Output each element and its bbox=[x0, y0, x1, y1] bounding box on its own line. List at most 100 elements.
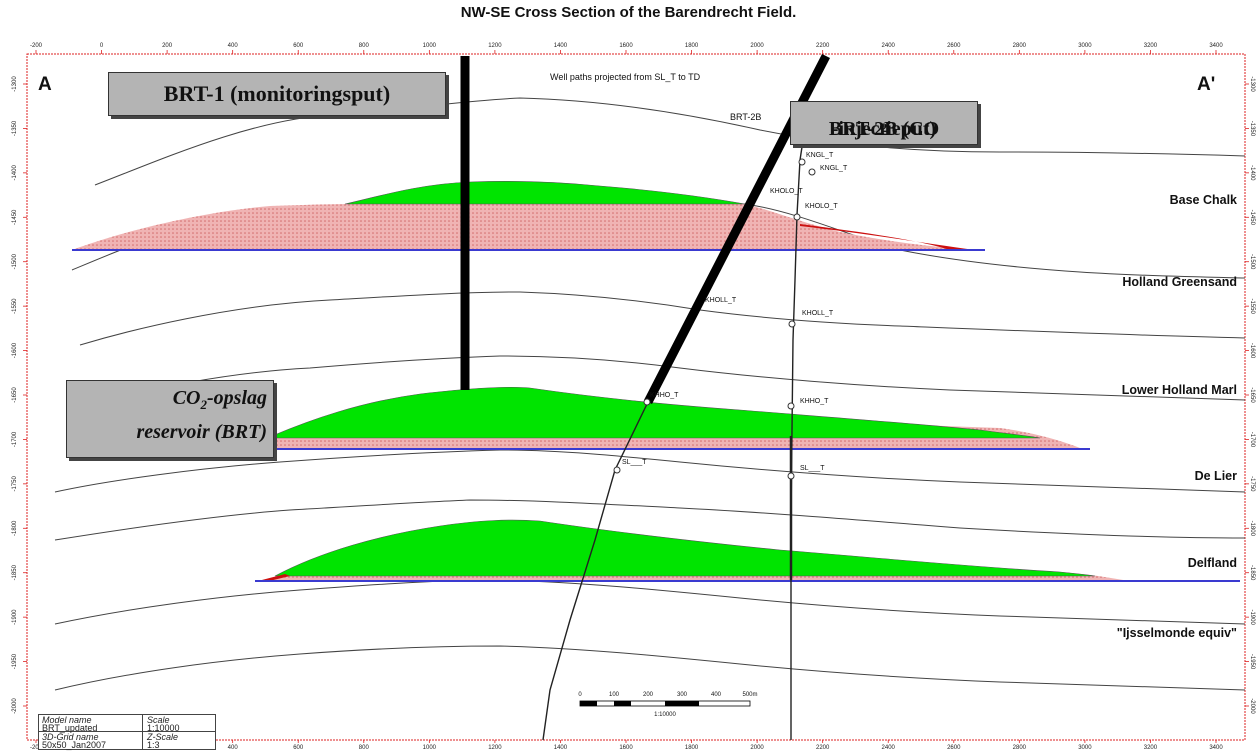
x-tick-label: 1800 bbox=[685, 43, 699, 49]
pick-label: KNGL_T bbox=[820, 165, 848, 172]
scale-tick-label: 400 bbox=[711, 692, 722, 698]
horizon-line-ijsselmonde bbox=[54, 579, 1246, 625]
x-tick-label: 1600 bbox=[619, 43, 633, 49]
x-tick-label: 3400 bbox=[1209, 43, 1223, 49]
depth-tick-label: -1800 bbox=[12, 520, 18, 536]
x-tick-label: 2200 bbox=[816, 43, 830, 49]
pick-marker bbox=[643, 398, 651, 406]
horizon-line-mid bbox=[75, 355, 1246, 409]
x-tick-label: 1600 bbox=[619, 745, 633, 751]
horizon-label-delfland: Delfland bbox=[1188, 556, 1237, 570]
depth-axis-left: -1300 -1350 -1400 -1450 -1500 -1550 -1600 -1650… bbox=[12, 76, 27, 714]
depth-axis-right: -1300-1350-1400-1450-1500-1550-1600-1650… bbox=[1245, 76, 1255, 714]
pick-label: KHOLL_T bbox=[705, 297, 737, 304]
x-tick-label: 3000 bbox=[1078, 745, 1092, 751]
depth-tick-label: -1500 bbox=[1249, 254, 1255, 270]
horizon-line-top bbox=[94, 97, 1246, 186]
x-tick-label: 800 bbox=[359, 43, 370, 49]
pick-label: SL___T bbox=[800, 465, 825, 472]
callout-brt1: BRT-1 (monitoringsput) bbox=[108, 72, 446, 116]
pick-label: KHOLO_T bbox=[770, 188, 803, 195]
x-tick-label: -200 bbox=[30, 745, 43, 751]
legend-scale-label: Scale bbox=[147, 715, 170, 725]
pick-label: KNGL_T bbox=[806, 152, 834, 159]
depth-tick-label: -1750 bbox=[1249, 476, 1255, 492]
plot-frame bbox=[26, 53, 1246, 741]
scale-tick-label: 100 bbox=[609, 692, 620, 698]
x-tick-label: 1400 bbox=[554, 745, 568, 751]
x-tick-label: 3200 bbox=[1144, 43, 1158, 49]
chalk-green-layer bbox=[344, 180, 746, 205]
legend-model-label: Model name bbox=[42, 715, 92, 725]
depth-tick-label: -1950 bbox=[12, 653, 18, 669]
x-tick-label: 1400 bbox=[554, 43, 568, 49]
horizon-label-holland-greensand: Holland Greensand bbox=[1122, 275, 1237, 289]
x-tick-label: 3200 bbox=[1144, 745, 1158, 751]
depth-tick-label: -1350 bbox=[12, 120, 18, 136]
depth-tick-label: -1300 bbox=[1249, 76, 1255, 92]
x-tick-label: 1000 bbox=[423, 745, 437, 751]
pick-marker bbox=[798, 158, 806, 166]
horizon-label-base-chalk: Base Chalk bbox=[1170, 193, 1237, 207]
x-tick-label: 200 bbox=[162, 43, 173, 49]
model-info-box: Model name BRT_updated Scale 1:10000 3D-… bbox=[38, 714, 216, 750]
x-tick-label: 1200 bbox=[488, 43, 502, 49]
projection-note: Well paths projected from SL_T to TD bbox=[550, 72, 701, 82]
pick-marker bbox=[787, 402, 795, 410]
pick-marker bbox=[787, 472, 795, 480]
x-tick-label: 600 bbox=[293, 43, 304, 49]
x-tick-label: 2000 bbox=[750, 745, 764, 751]
depth-tick-label: -1600 bbox=[12, 342, 18, 358]
depth-tick-label: -1400 bbox=[12, 165, 18, 181]
depth-tick-label: -1950 bbox=[1249, 654, 1255, 670]
x-tick-label: 1000 bbox=[423, 43, 437, 49]
pick-marker bbox=[808, 168, 816, 176]
depth-tick-label: -1550 bbox=[12, 298, 18, 314]
x-tick-label: 2400 bbox=[882, 745, 896, 751]
depth-tick-label: -1800 bbox=[1249, 521, 1255, 537]
x-tick-label: 400 bbox=[228, 43, 239, 49]
x-tick-label: 2000 bbox=[750, 43, 764, 49]
pick-label: KHHO_T bbox=[800, 398, 829, 405]
x-tick-label: 1200 bbox=[488, 745, 502, 751]
depth-tick-label: -1650 bbox=[1249, 387, 1255, 403]
x-tick-label: -200 bbox=[30, 43, 43, 49]
pick-marker bbox=[788, 320, 796, 328]
pick-marker bbox=[613, 466, 621, 474]
callout-reservoir-line1: CO2-opslag bbox=[172, 387, 267, 412]
pick-marker bbox=[793, 213, 801, 221]
horizon-label-ijsselmonde: "Ijsselmonde equiv" bbox=[1117, 626, 1237, 640]
x-tick-label: 1800 bbox=[685, 745, 699, 751]
depth-tick-label: -1650 bbox=[12, 387, 18, 403]
depth-tick-label: -1450 bbox=[12, 209, 18, 225]
chalk-pink-layer bbox=[72, 203, 975, 250]
depth-tick-label: -1500 bbox=[12, 253, 18, 269]
depth-tick-label: -1350 bbox=[1249, 121, 1255, 137]
scale-tick-label: 0 bbox=[578, 692, 582, 698]
horizon-line-greensand bbox=[79, 291, 1246, 346]
x-tick-label: 2800 bbox=[1013, 43, 1027, 49]
x-tick-label: 2600 bbox=[947, 745, 961, 751]
pick-label: KHOLL_T bbox=[802, 310, 834, 317]
depth-tick-label: -1300 bbox=[12, 76, 18, 92]
depth-tick-label: -1850 bbox=[1249, 565, 1255, 581]
x-tick-label: 400 bbox=[228, 745, 239, 751]
horizon-line-lower bbox=[54, 645, 1246, 691]
scale-tick-label: 500m bbox=[742, 692, 757, 698]
callout-reservoir: CO2-opslag reservoir (BRT) bbox=[66, 380, 274, 458]
well-tag-brt2b: BRT-2B bbox=[730, 112, 761, 122]
depth-tick-label: -1450 bbox=[1249, 210, 1255, 226]
depth-tick-label: -1700 bbox=[1249, 432, 1255, 448]
x-tick-label: 2600 bbox=[947, 43, 961, 49]
depth-tick-label: -1900 bbox=[1249, 609, 1255, 625]
section-end-a: A bbox=[38, 74, 52, 95]
depth-tick-label: -2000 bbox=[1249, 698, 1255, 714]
x-tick-label: 3000 bbox=[1078, 43, 1092, 49]
depth-tick-label: -2000 bbox=[12, 698, 18, 714]
legend-scale-value: 1:10000 bbox=[147, 723, 180, 733]
x-tick-label: 2200 bbox=[816, 745, 830, 751]
